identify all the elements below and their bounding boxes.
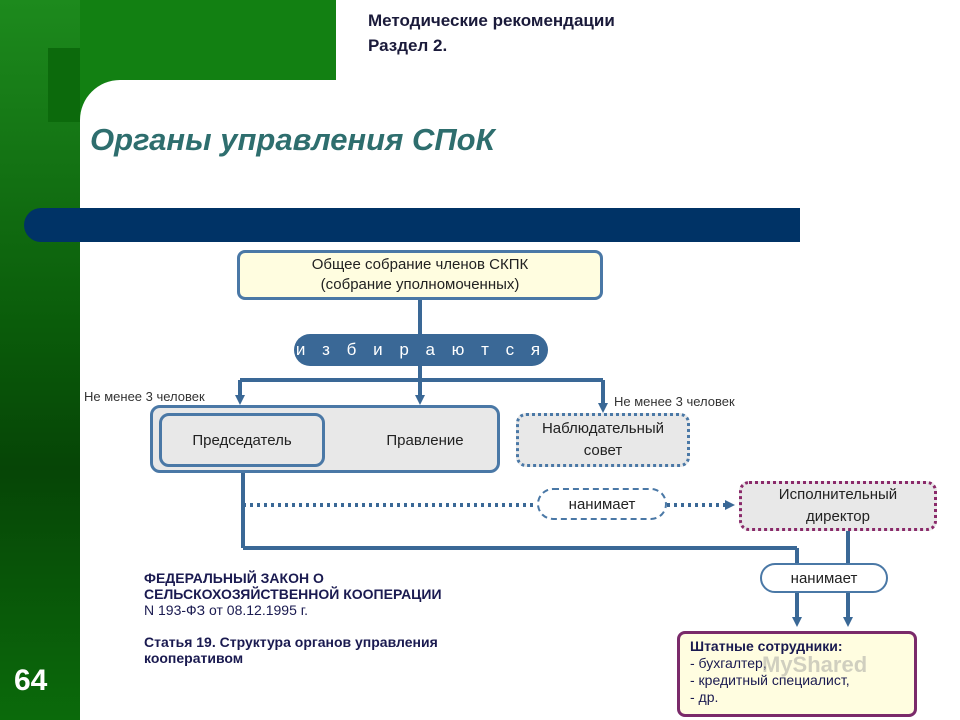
content-rounded-corner (80, 80, 200, 200)
dark-accent-square (48, 48, 80, 122)
law-line-1: ФЕДЕРАЛЬНЫЙ ЗАКОН О (144, 570, 324, 586)
law-line-4: Статья 19. Структура органов управления (144, 634, 438, 650)
director-line-1: Исполнительный (778, 486, 898, 503)
law-spacer (144, 618, 564, 634)
council-line-1: Наблюдательный (541, 420, 665, 437)
assembly-line-1: Общее собрание членов СКПК (311, 256, 529, 273)
section-header: Методические рекомендации Раздел 2. (368, 8, 615, 58)
staff-heading: Штатные сотрудники: (690, 638, 843, 654)
watermark-text: MyShared (762, 652, 868, 677)
elected-pill: и з б и р а ю т с я (294, 334, 548, 366)
header-line-1: Методические рекомендации (368, 11, 615, 30)
general-assembly-box: Общее собрание членов СКПК (собрание упо… (237, 250, 603, 300)
director-line-2: директор (806, 508, 870, 525)
supervisory-council-box: Наблюдательный совет (516, 413, 690, 467)
assembly-line-2: (собрание уполномоченных) (320, 276, 520, 293)
staff-item-2: - кредитный специалист, (690, 672, 850, 688)
staff-box: Штатные сотрудники: - бухгалтер, - креди… (677, 631, 917, 717)
council-line-2: совет (583, 442, 623, 459)
law-line-5: кооперативом (144, 650, 244, 666)
title-underline-bar (24, 208, 800, 242)
top-green-block (80, 0, 336, 80)
chairman-box: Председатель (159, 413, 325, 467)
staff-item-1: - бухгалтер, (690, 655, 767, 671)
board-label: Правление (386, 431, 464, 449)
note-left: Не менее 3 человек (84, 389, 205, 404)
note-right: Не менее 3 человек (614, 394, 735, 409)
page-title: Органы управления СПоК (90, 122, 495, 157)
hires-label-2: нанимает (760, 563, 888, 593)
law-line-2: СЕЛЬСКОХОЗЯЙСТВЕННОЙ КООПЕРАЦИИ (144, 586, 442, 602)
page-number: 64 (14, 664, 48, 697)
hires-label-1: нанимает (537, 488, 667, 520)
executive-director-box: Исполнительный директор (739, 481, 937, 531)
header-line-2: Раздел 2. (368, 36, 448, 55)
law-line-3: N 193-ФЗ от 08.12.1995 г. (144, 602, 309, 618)
law-reference: ФЕДЕРАЛЬНЫЙ ЗАКОН О СЕЛЬСКОХОЗЯЙСТВЕННОЙ… (144, 570, 564, 666)
staff-item-3: - др. (690, 689, 719, 705)
